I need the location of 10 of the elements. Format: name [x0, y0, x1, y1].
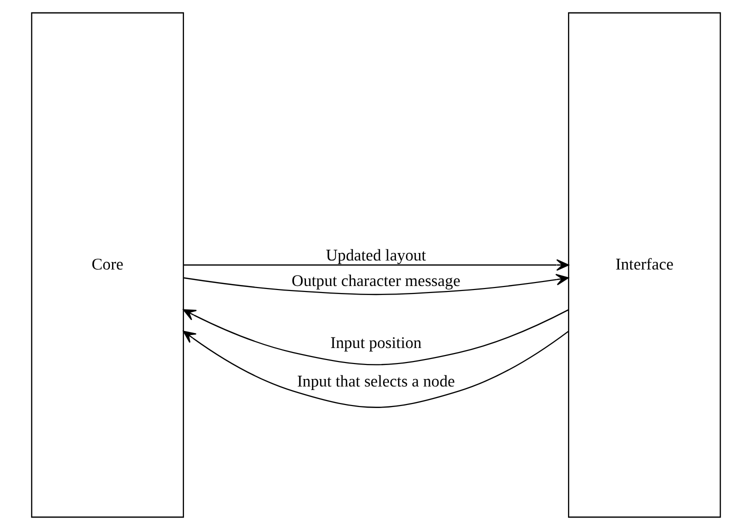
edge-label: Output character message: [292, 271, 460, 290]
arrow: [182, 330, 569, 408]
arrow: [184, 274, 569, 296]
edge-label: Input that selects a node: [297, 372, 455, 391]
node-box: Interface: [568, 12, 721, 518]
arrow: [182, 309, 569, 366]
arrow: [184, 259, 570, 271]
edge-label: Updated layout: [326, 246, 426, 265]
node-box: Core: [31, 12, 184, 518]
edge-label: Input position: [330, 333, 422, 352]
